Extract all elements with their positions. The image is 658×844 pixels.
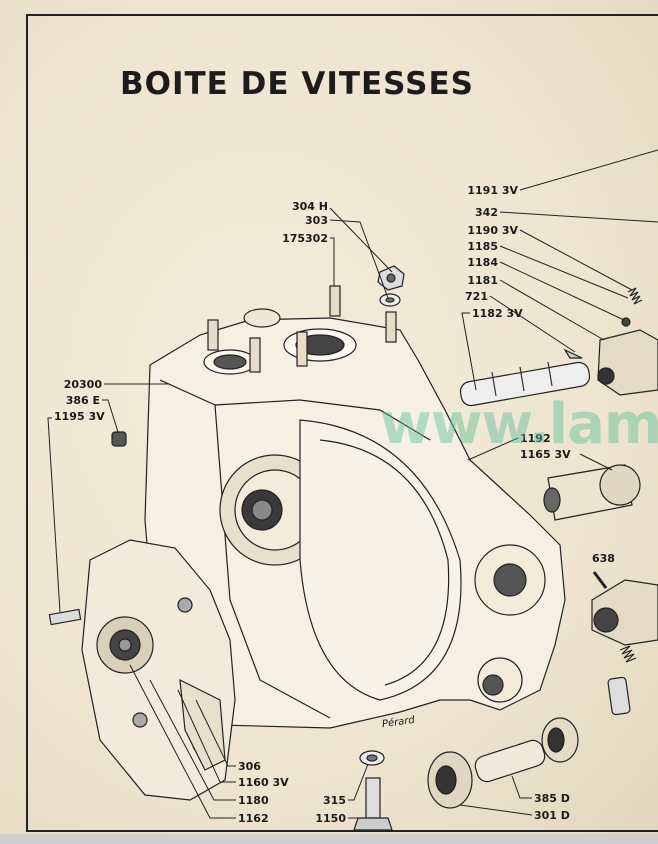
label-1162: 1162 <box>238 812 269 825</box>
label-1190: 1190 3V <box>467 224 518 237</box>
pin-638 <box>592 571 608 589</box>
label-1195: 1195 3V <box>54 410 105 423</box>
stud-3 <box>296 331 308 367</box>
label-1150: 1150 <box>315 812 346 825</box>
leader-721 <box>489 295 576 353</box>
leader-315 <box>348 763 369 801</box>
leader-1184 <box>499 261 625 321</box>
leader-303 <box>329 219 389 299</box>
spring-right <box>619 645 637 663</box>
spring-1190 <box>627 287 643 305</box>
leader-1181 <box>499 279 605 341</box>
leader-175302 <box>330 237 335 286</box>
leader-1195 <box>47 417 61 613</box>
stud-2 <box>249 337 261 373</box>
leader-1192 <box>467 437 519 461</box>
label-1184: 1184 <box>467 256 498 269</box>
label-303: 303 <box>305 214 328 227</box>
bottom-edge-bar <box>0 834 658 844</box>
stud-1 <box>207 319 219 351</box>
label-385d: 385 D <box>534 792 570 805</box>
leader-306 <box>195 699 236 767</box>
label-638: 638 <box>592 552 615 565</box>
label-1180: 1180 <box>238 794 269 807</box>
leader-1191 <box>519 149 658 191</box>
label-315: 315 <box>323 794 346 807</box>
label-1185: 1185 <box>467 240 498 253</box>
label-721: 721 <box>465 290 488 303</box>
shift-fork <box>179 678 226 771</box>
label-1165: 1165 3V <box>520 448 571 461</box>
label-1191: 1191 3V <box>467 184 518 197</box>
label-301d: 301 D <box>534 809 570 822</box>
label-1192: 1192 <box>520 432 551 445</box>
plunger <box>607 676 631 716</box>
leader-385d <box>511 775 532 799</box>
sleeve-385d <box>474 739 546 783</box>
leader-1182 <box>461 312 477 391</box>
leader-1165 <box>579 453 613 471</box>
leader-301d <box>459 804 533 816</box>
stud-4 <box>329 285 341 317</box>
page-title: BOITE DE VITESSES <box>120 66 474 102</box>
label-304h: 304 H <box>292 200 328 213</box>
leader-1162 <box>129 664 236 819</box>
screw-1195 <box>48 608 82 626</box>
label-306: 306 <box>238 760 261 773</box>
label-20300: 20300 <box>63 378 102 391</box>
label-1181: 1181 <box>467 274 498 287</box>
selector-lever <box>597 329 658 396</box>
stud-5 <box>385 311 397 343</box>
split-pin <box>563 348 583 359</box>
leader-1190 <box>519 229 633 291</box>
leader-1180 <box>149 679 236 801</box>
label-175302: 175302 <box>282 232 328 245</box>
label-1160: 1160 3V <box>238 776 289 789</box>
leader-304h <box>329 207 393 273</box>
bushing-386e <box>111 431 127 447</box>
watermark: www.lam <box>380 392 658 457</box>
leader-342 <box>499 211 658 223</box>
label-386e: 386 E <box>65 394 100 407</box>
label-342: 342 <box>475 206 498 219</box>
selector-shaft <box>459 361 591 407</box>
leader-1185 <box>499 245 629 299</box>
bolt-1150 <box>365 777 381 819</box>
label-1182: 1182 3V <box>472 307 523 320</box>
leader-1160 <box>177 689 236 783</box>
leader-386e <box>102 399 119 433</box>
page-border <box>26 14 658 832</box>
